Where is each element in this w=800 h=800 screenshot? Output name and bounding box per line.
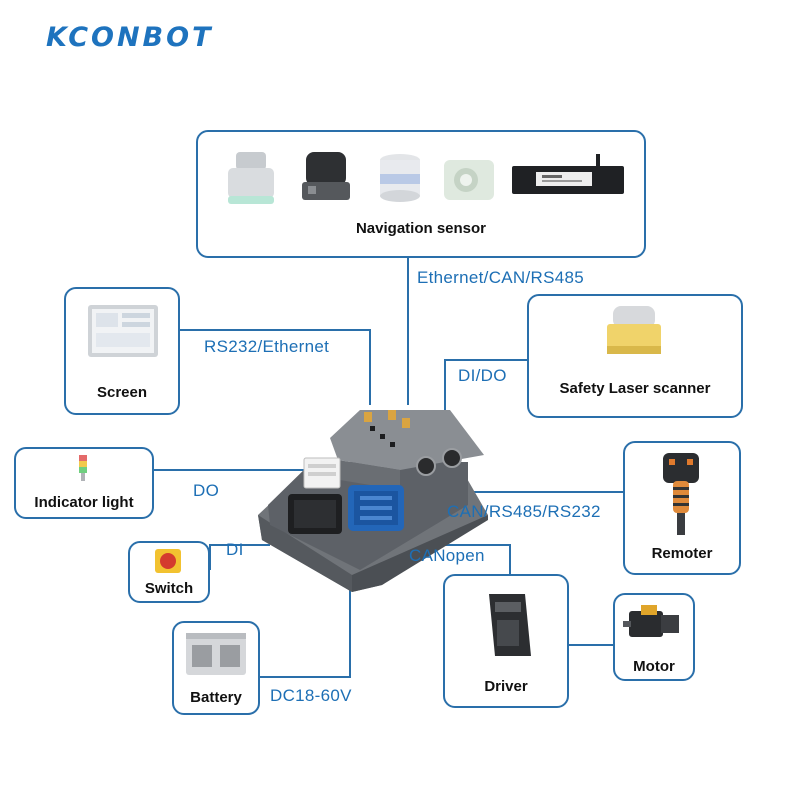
- battery-box: Battery: [172, 621, 260, 715]
- screen-box: Screen: [64, 287, 180, 415]
- label-rs232-ethernet: RS232/Ethernet: [204, 337, 330, 356]
- switch-box: Switch: [128, 541, 210, 603]
- label-canopen: CANopen: [409, 546, 485, 565]
- line-switch: [209, 544, 270, 570]
- lidar-light-icon: [228, 152, 274, 204]
- label-di: DI: [226, 540, 244, 559]
- driver-label: Driver: [484, 678, 528, 695]
- touch-screen-icon: [88, 305, 158, 357]
- label-can-rs485-rs232: CAN/RS485/RS232: [447, 502, 601, 521]
- remote-control-icon: [663, 453, 699, 535]
- signal-tower-icon: [79, 455, 87, 481]
- navigation-sensor-label: Navigation sensor: [355, 220, 487, 237]
- battery-label: Battery: [190, 689, 242, 706]
- brand-logo: KCONBOT: [46, 22, 214, 53]
- label-dc18-60v: DC18-60V: [270, 686, 352, 705]
- safety-scanner-icon: [607, 306, 661, 354]
- motor-box: Motor: [613, 593, 695, 681]
- driver-box: Driver: [443, 574, 569, 708]
- navigation-sensor-box: Navigation sensor: [196, 130, 646, 258]
- bar-sensor-icon: [512, 154, 624, 194]
- motor-label: Motor: [633, 658, 675, 675]
- indicator-light-label: Indicator light: [34, 494, 134, 511]
- label-ethernet-can-rs485: Ethernet/CAN/RS485: [417, 268, 584, 287]
- navigation-sensor-images: [228, 152, 624, 204]
- safety-laser-scanner-label: Safety Laser scanner: [559, 380, 711, 397]
- label-do: DO: [193, 481, 220, 500]
- indicator-light-box: Indicator light: [14, 447, 154, 519]
- emergency-switch-icon: [155, 549, 181, 573]
- safety-laser-scanner-box: Safety Laser scanner: [527, 294, 743, 418]
- remoter-label: Remoter: [651, 545, 713, 562]
- screen-label: Screen: [96, 384, 148, 401]
- label-di-do: DI/DO: [458, 366, 507, 385]
- line-screen: [180, 329, 371, 405]
- lidar-round-icon: [380, 154, 420, 202]
- switch-label: Switch: [144, 580, 194, 597]
- motor-driver-icon: [489, 594, 531, 656]
- servo-motor-icon: [623, 605, 679, 637]
- camera-sensor-icon: [444, 160, 494, 200]
- lidar-dark-icon: [302, 152, 350, 200]
- line-battery: [260, 585, 351, 678]
- battery-pack-icon: [186, 633, 246, 675]
- remoter-box: Remoter: [623, 441, 741, 575]
